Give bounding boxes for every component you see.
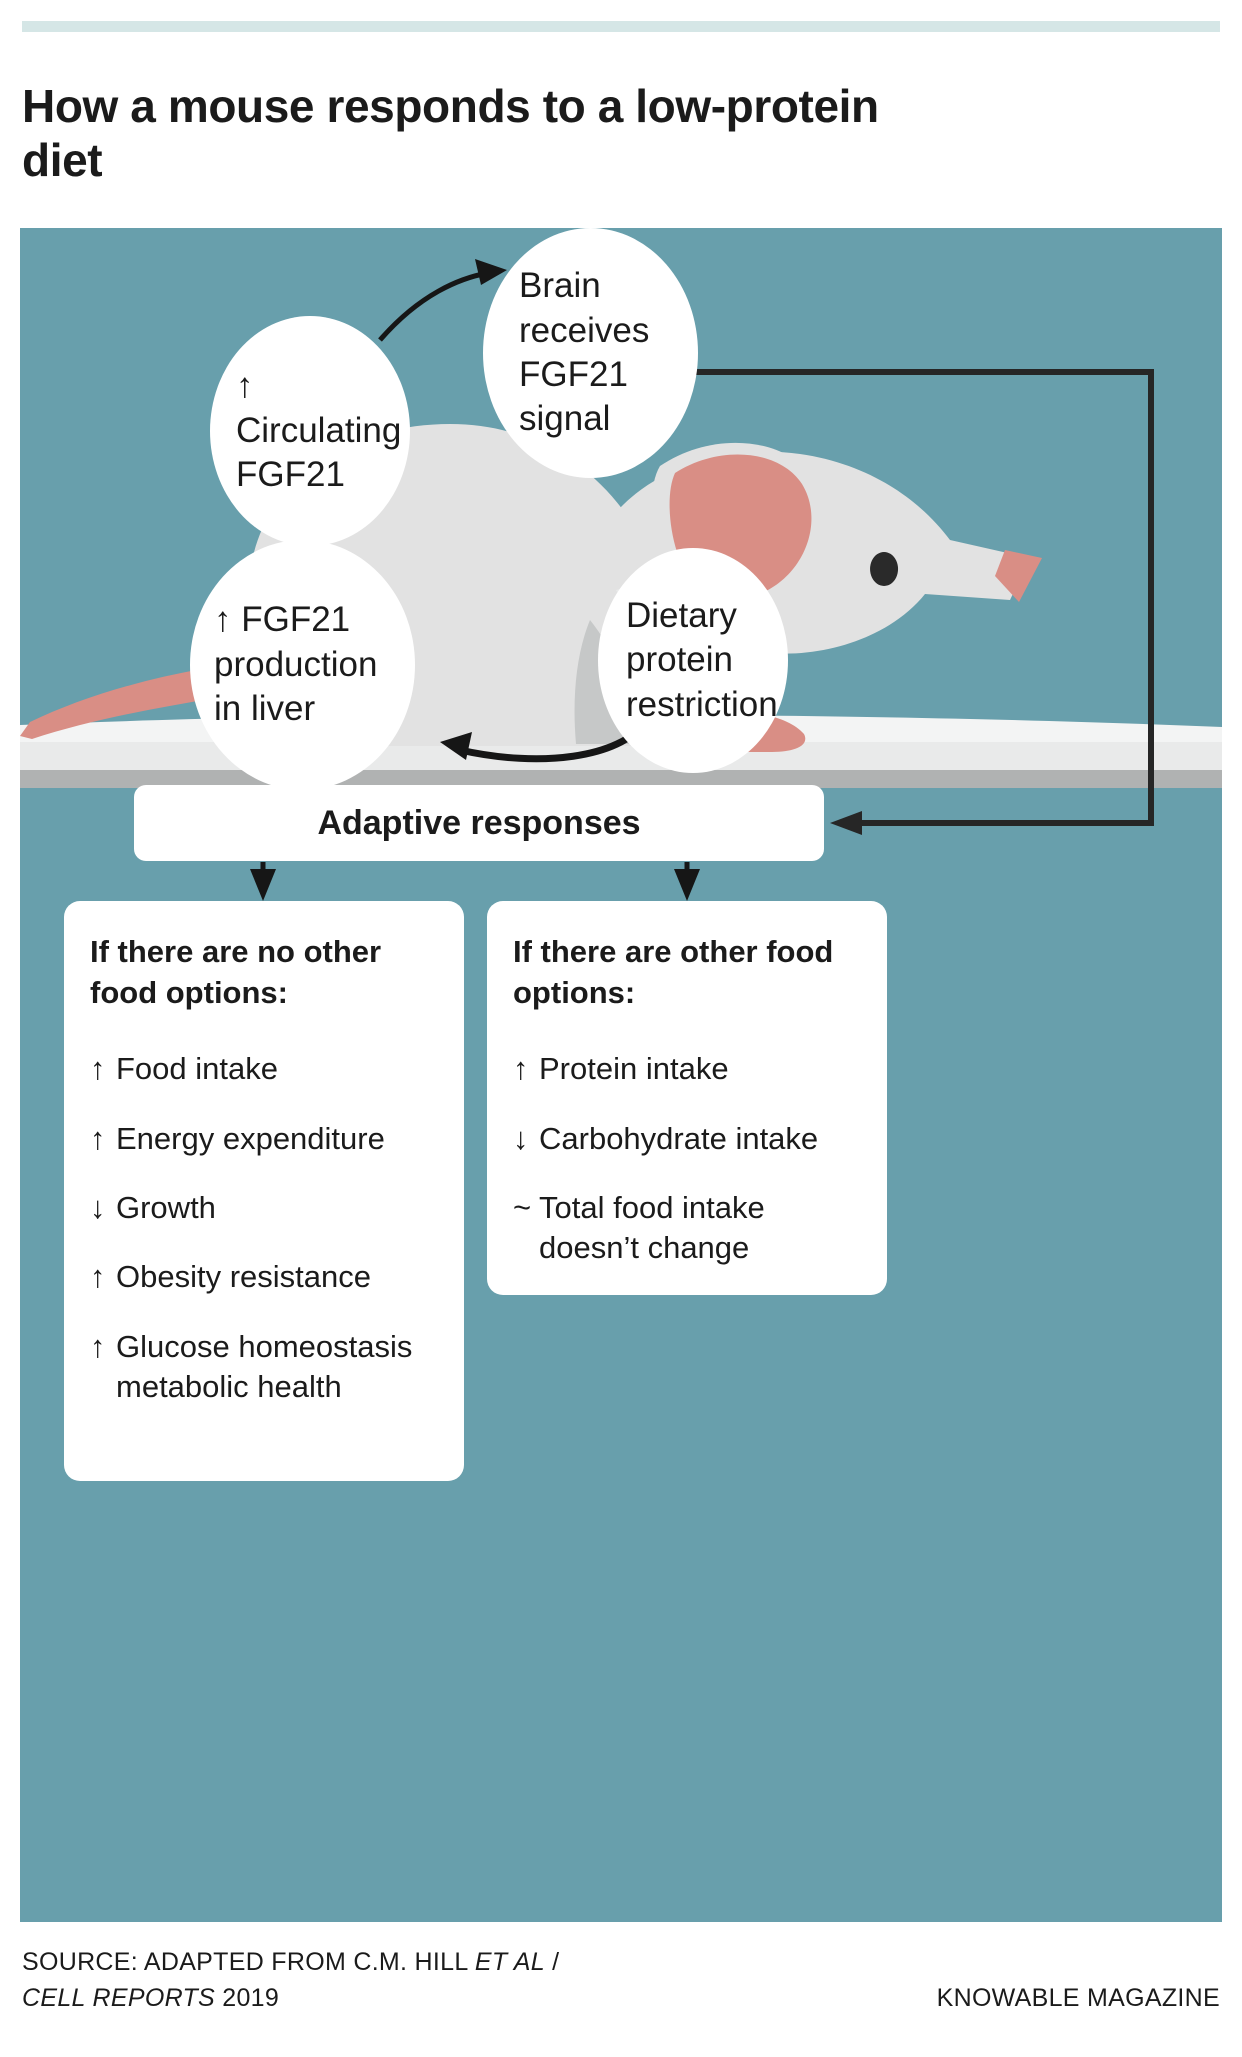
node-production-line-1: ↑ FGF21 xyxy=(214,600,351,640)
list-item: ↑ Energy expenditure xyxy=(90,1119,438,1159)
adaptive-responses-label: Adaptive responses xyxy=(317,803,641,842)
page-title: How a mouse responds to a low-protein di… xyxy=(22,79,879,187)
arrow-up-icon: ↑ xyxy=(90,1120,106,1156)
list-item: ↓ Growth xyxy=(90,1188,438,1228)
tilde-icon: ~ xyxy=(513,1190,532,1226)
list-item-label: Carbohydrate intake xyxy=(539,1120,819,1156)
list-item: ↑ Protein intake xyxy=(513,1049,861,1089)
node-dietary-line-3: restriction xyxy=(626,684,778,724)
arrow-feedback-brain-to-adaptive xyxy=(680,369,1154,835)
arrow-adaptive-to-right-panel xyxy=(674,862,700,901)
node-dietary-protein-restriction[interactable]: Dietary protein restriction xyxy=(598,548,788,773)
node-circulating-line-2: FGF21 xyxy=(236,455,345,495)
arrow-up-icon: ↑ xyxy=(90,1259,106,1295)
arrow-up-icon: ↑ xyxy=(90,1328,106,1364)
node-brain-line-1: Brain xyxy=(519,266,601,306)
list-item-label: Protein intake xyxy=(539,1051,729,1087)
node-circulating-fgf21[interactable]: ↑ Circulating FGF21 xyxy=(210,316,410,546)
panel-right-title: If there are other food options: xyxy=(513,934,834,1011)
list-item-label: Growth xyxy=(116,1190,216,1226)
arrow-circulating-to-brain xyxy=(378,259,507,342)
top-rule xyxy=(22,21,1220,32)
list-item-label: Energy expenditure xyxy=(116,1120,385,1156)
brand-credit: KNOWABLE MAGAZINE xyxy=(936,1984,1220,2012)
node-dietary-line-2: protein xyxy=(626,640,734,680)
list-item: ~ Total food intake doesn’t change xyxy=(513,1188,861,1269)
arrow-up-icon: ↑ xyxy=(513,1051,529,1087)
list-item: ↑ Glucose homeostasis metabolic health xyxy=(90,1327,438,1408)
diagram-stage: Brain receives FGF21 signal ↑ Circulatin… xyxy=(20,228,1222,1922)
node-brain-line-2: receives xyxy=(519,310,650,350)
source-year: 2019 xyxy=(215,1984,280,2013)
adaptive-responses-bar[interactable]: Adaptive responses xyxy=(134,785,824,861)
list-item: ↓ Carbohydrate intake xyxy=(513,1119,861,1159)
list-item: ↑ Obesity resistance xyxy=(90,1257,438,1297)
panel-left-title: If there are no other food options: xyxy=(90,934,382,1011)
source-prefix: SOURCE: ADAPTED FROM C.M. HILL xyxy=(22,1948,475,1976)
node-dietary-line-1: Dietary xyxy=(626,595,737,635)
list-item-label: Glucose homeostasis metabolic health xyxy=(116,1328,413,1404)
node-brain-receives-fgf21-signal[interactable]: Brain receives FGF21 signal xyxy=(483,228,698,478)
list-item-label: Obesity resistance xyxy=(116,1259,371,1295)
arrow-up-icon: ↑ xyxy=(90,1051,106,1087)
node-circulating-line-1: ↑ Circulating xyxy=(236,366,402,450)
list-item: ↑ Food intake xyxy=(90,1049,438,1089)
source-credit: SOURCE: ADAPTED FROM C.M. HILL ET AL / CE… xyxy=(22,1944,722,2017)
arrow-adaptive-to-left-panel xyxy=(250,862,276,901)
node-brain-line-3: FGF21 xyxy=(519,355,628,394)
source-italic-et-al: ET AL xyxy=(474,1948,545,1976)
node-fgf21-production-in-liver[interactable]: ↑ FGF21 production in liver xyxy=(190,540,415,790)
node-production-line-2: production xyxy=(214,644,378,684)
panel-no-other-food-options: If there are no other food options: ↑ Fo… xyxy=(64,901,464,1481)
source-italic-journal: CELL REPORTS xyxy=(22,1984,216,2013)
arrow-down-icon: ↓ xyxy=(90,1190,106,1226)
list-item-label: Total food intake doesn’t change xyxy=(539,1190,765,1266)
list-item-label: Food intake xyxy=(116,1051,278,1087)
node-brain-line-4: signal xyxy=(519,399,611,439)
source-mid: / xyxy=(544,1948,560,1976)
node-production-line-3: in liver xyxy=(214,689,316,729)
arrow-down-icon: ↓ xyxy=(513,1120,529,1156)
panel-other-food-options: If there are other food options: ↑ Prote… xyxy=(487,901,887,1295)
